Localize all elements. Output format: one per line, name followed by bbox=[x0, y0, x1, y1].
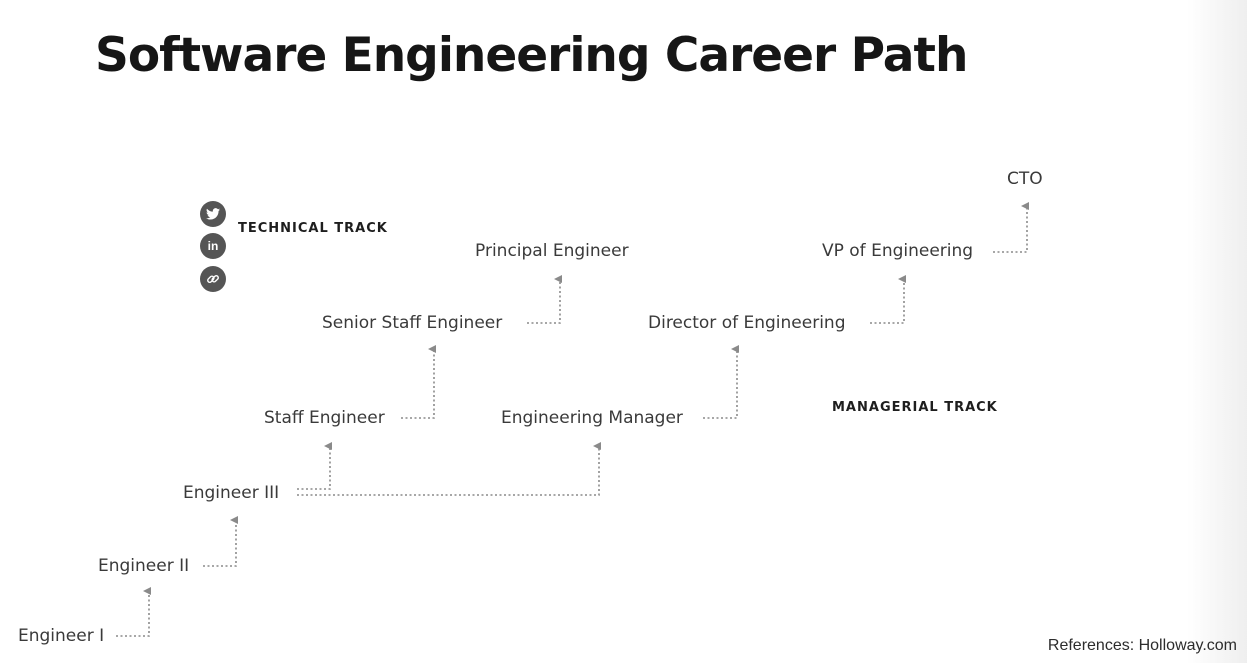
node-director-of-engineering: Director of Engineering bbox=[648, 313, 846, 333]
node-vp-of-engineering: VP of Engineering bbox=[822, 241, 974, 261]
node-principal-engineer: Principal Engineer bbox=[475, 241, 629, 261]
node-engineering-manager: Engineering Manager bbox=[501, 408, 683, 428]
link-glyph bbox=[207, 275, 219, 283]
connector-engineer-3-to-staff bbox=[297, 442, 332, 490]
connector-senior-staff-to-principal bbox=[527, 275, 562, 324]
connector-manager-to-director bbox=[703, 345, 739, 419]
reference-note: References: Holloway.com bbox=[1047, 637, 1237, 654]
connector-engineer-1-to-2 bbox=[116, 587, 151, 637]
node-engineer-3: Engineer III bbox=[183, 483, 280, 503]
technical-track-label: TECHNICAL TRACK bbox=[238, 221, 388, 236]
twitter-glyph bbox=[206, 208, 220, 220]
connector-engineer-2-to-3 bbox=[203, 516, 238, 567]
connector-director-to-vp bbox=[870, 275, 906, 324]
connector-engineer-3-to-manager bbox=[297, 442, 601, 496]
node-engineer-2: Engineer II bbox=[98, 556, 190, 576]
linkedin-icon[interactable]: in bbox=[200, 233, 226, 259]
link-icon[interactable] bbox=[200, 266, 226, 292]
twitter-icon[interactable] bbox=[200, 201, 226, 227]
managerial-track-label: MANAGERIAL TRACK bbox=[832, 400, 998, 415]
connector-staff-to-senior-staff bbox=[401, 345, 436, 419]
node-cto: CTO bbox=[1007, 169, 1043, 189]
page-title: Software Engineering Career Path bbox=[95, 28, 968, 83]
right-edge-shade bbox=[1187, 0, 1247, 663]
linkedin-glyph: in bbox=[207, 239, 219, 253]
connector-vp-to-cto bbox=[993, 202, 1029, 253]
node-engineer-1: Engineer I bbox=[18, 626, 105, 646]
node-senior-staff-engineer: Senior Staff Engineer bbox=[322, 313, 503, 333]
node-staff-engineer: Staff Engineer bbox=[264, 408, 385, 428]
